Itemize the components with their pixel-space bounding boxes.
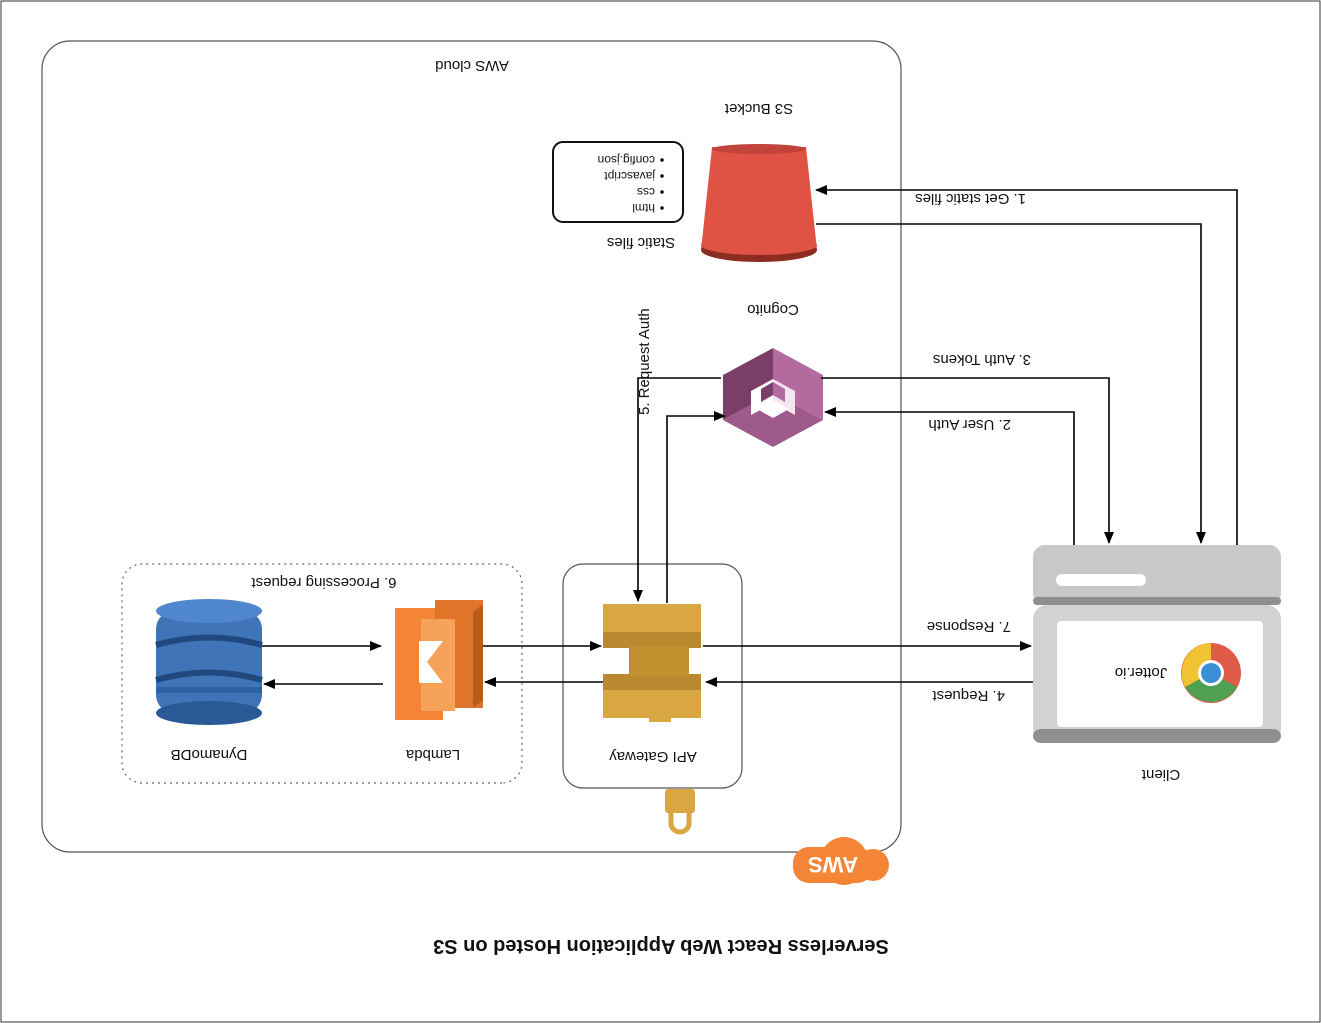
lambda-icon <box>395 600 483 720</box>
edge-user-auth <box>824 407 1075 545</box>
aws-cloud-boundary <box>41 40 902 853</box>
static-file-item: html <box>632 201 655 215</box>
lock-icon <box>665 789 695 835</box>
client-address-bar <box>1056 574 1146 586</box>
static-file-item: config.json <box>598 153 655 167</box>
aws-logo: AWS <box>793 837 889 885</box>
static-file-item: css <box>637 185 655 199</box>
processing-request-label: 6. Processing request <box>251 574 397 591</box>
cognito-label: Cognito <box>747 301 799 318</box>
client-header-shade <box>1033 597 1281 605</box>
aws-logo-text: AWS <box>808 852 858 877</box>
client-device: Jotter.io <box>1033 545 1281 743</box>
client-window-shade <box>1033 729 1281 743</box>
processing-request-group <box>121 563 523 784</box>
browser-logo-icon <box>1181 643 1241 703</box>
diagram-title: Serverless React Web Application Hosted … <box>433 935 889 957</box>
edge-label-user-auth: 2. User Auth <box>928 416 1011 433</box>
api-gateway-group <box>562 563 743 789</box>
edge-label-response: 7. Response <box>927 618 1011 635</box>
client-app-name: Jotter.io <box>1115 664 1168 681</box>
cognito-icon <box>723 348 823 447</box>
static-files-box <box>552 141 684 223</box>
s3-bucket-icon <box>701 144 817 262</box>
client-header-bar <box>1033 545 1281 605</box>
dynamodb-label: DynamoDB <box>171 746 248 763</box>
api-gateway-label: API Gateway <box>609 748 697 765</box>
s3-label: S3 Bucket <box>724 100 793 117</box>
client-label: Client <box>1141 766 1180 783</box>
edges <box>262 185 1238 689</box>
edge-request-auth <box>666 411 726 603</box>
edge-get-static-files <box>815 185 1238 545</box>
edge-label-get-static-files: 1. Get static files <box>915 190 1026 207</box>
static-files-list: html css javascript config.json <box>598 153 664 215</box>
edge-static-files-response <box>816 223 1206 544</box>
edge-label-request-auth: 5. Request Auth <box>636 308 653 415</box>
aws-cloud-label: AWS cloud <box>435 57 509 74</box>
api-gateway-icon <box>603 604 701 722</box>
static-file-item: javascript <box>604 169 656 183</box>
dynamodb-icon <box>155 599 263 725</box>
edge-label-auth-tokens: 3. Auth Tokens <box>933 351 1031 368</box>
edge-label-request: 4. Request <box>932 687 1005 704</box>
edge-auth-tokens <box>821 377 1114 544</box>
static-files-label: Static files <box>607 234 675 251</box>
lambda-label: Lambda <box>405 746 460 763</box>
edge-auth-result <box>633 377 721 602</box>
